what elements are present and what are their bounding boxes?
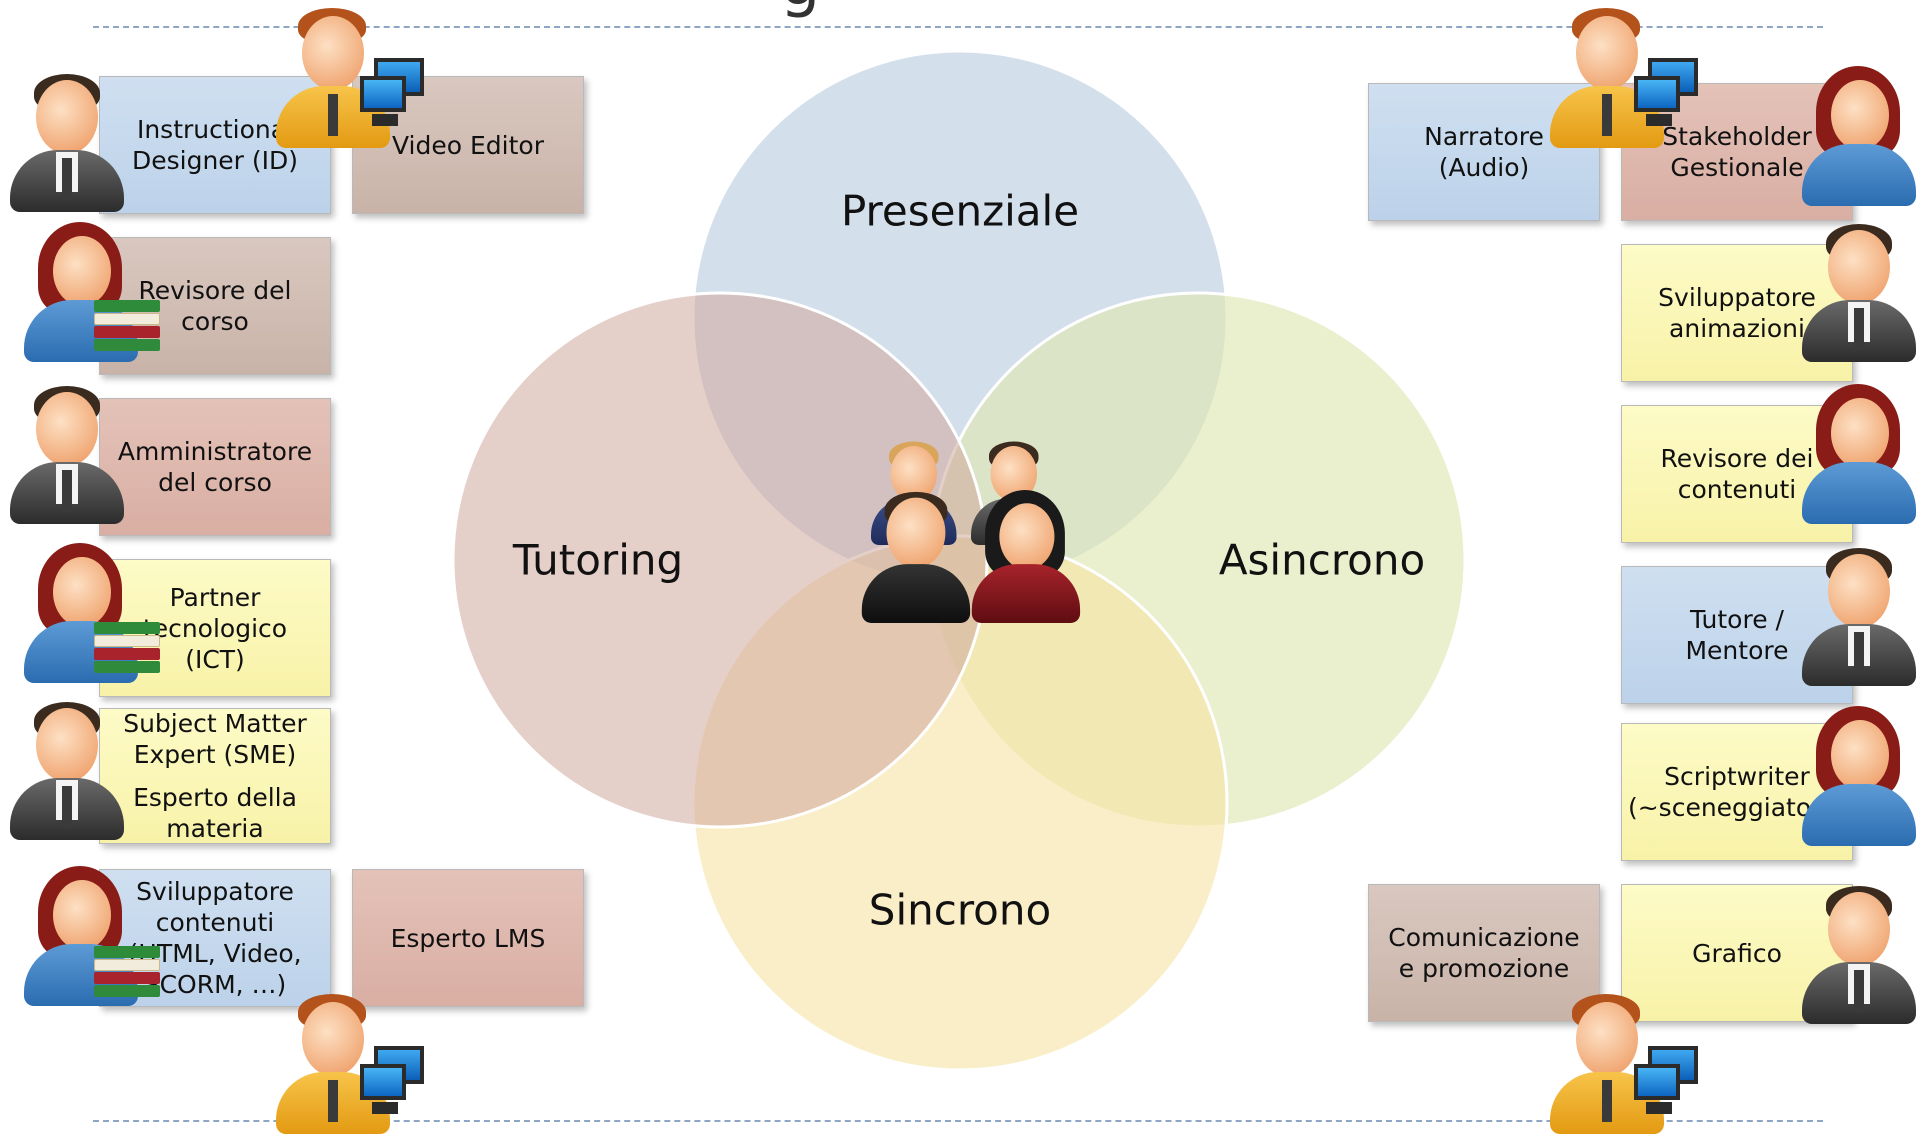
- computer-monitor-icon: [1634, 58, 1700, 130]
- technician-icon: [272, 8, 394, 148]
- businessman-icon: [1798, 222, 1920, 362]
- businessman-icon: [1798, 546, 1920, 686]
- books-icon: [94, 622, 160, 676]
- venn-label-tutoring: Tutoring: [512, 535, 684, 585]
- computer-monitor-icon: [1634, 1046, 1700, 1118]
- group-of-people-icon: [858, 440, 1088, 650]
- computer-monitor-icon: [360, 1046, 426, 1118]
- venn-label-presenziale: Presenziale: [840, 186, 1080, 236]
- role-box-narratore: Narratore(Audio): [1368, 83, 1600, 221]
- businessman-icon: [6, 700, 128, 840]
- books-icon: [94, 946, 160, 1000]
- venn-label-sincrono: Sincrono: [868, 885, 1052, 935]
- role-box-esperto-lms: Esperto LMS: [352, 869, 584, 1007]
- role-box-scriptwriter: Scriptwriter(~sceneggiatore): [1621, 723, 1853, 861]
- computer-monitor-icon: [360, 58, 426, 130]
- books-icon: [94, 300, 160, 354]
- bottom-dashed-divider: [93, 1120, 1823, 1122]
- technician-icon: [272, 994, 394, 1134]
- businesswoman-icon: [1798, 384, 1920, 524]
- businessman-icon: [1798, 884, 1920, 1024]
- businesswoman-icon: [1798, 66, 1920, 206]
- venn-label-asincrono: Asincrono: [1218, 535, 1426, 585]
- top-dashed-divider: [93, 26, 1823, 28]
- businesswoman-icon: [1798, 706, 1920, 846]
- businessman-icon: [6, 384, 128, 524]
- businessman-icon: [6, 72, 128, 212]
- slide-title-fragment: g: [700, 0, 900, 18]
